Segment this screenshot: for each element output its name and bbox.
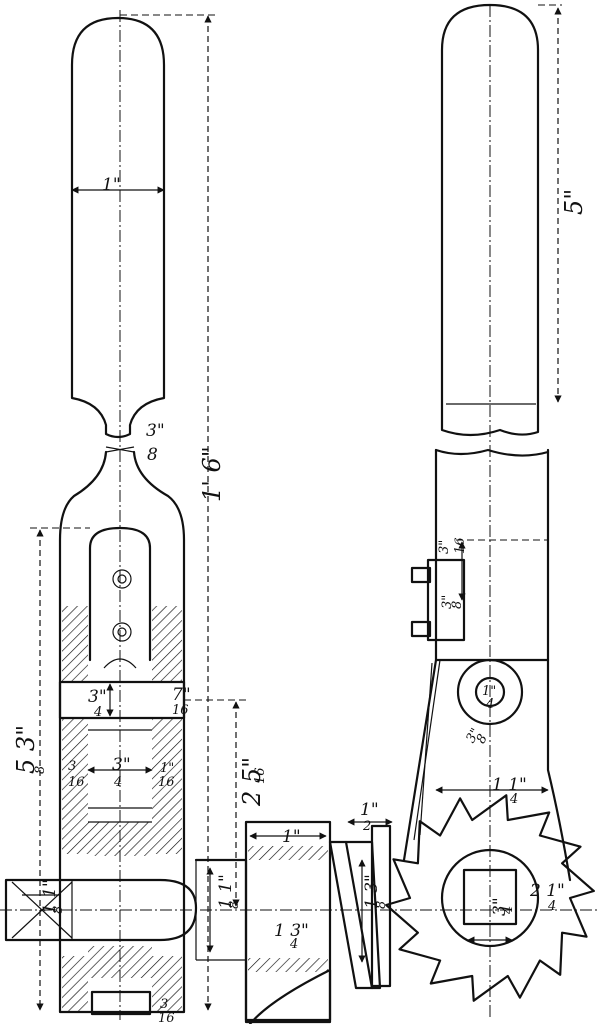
label-left-inner-b-den: 16 [158,775,175,790]
label-slot-716-den: 16 [172,703,189,718]
label-base-316-den: 16 [158,1011,175,1024]
label-sleeve-width: 1" [282,827,301,847]
sleeve [244,820,332,1024]
ratchet-teeth [385,794,595,1002]
handle-grip [70,16,166,439]
washer [328,840,374,990]
label-square-hole: 3" [490,897,510,916]
label-overall-length: 1' 6" [198,446,226,502]
label-arm-width: 1 1" [492,775,527,795]
dimension-labels: 1" 3" 8 1' 6" 5" 5 3" 8 3" 4 7" 16 3" 4 … [12,175,588,1024]
label-inner-34: 3" [112,755,131,775]
label-eye-dia-den: 4 [485,697,494,712]
label-eye-dia: 1" [482,684,496,699]
label-slot-34: 3" [88,687,107,707]
label-ratchet-dia-den: 4 [547,899,556,914]
label-pawl-316-den: 16 [453,537,468,554]
hub-body [194,858,332,1024]
socket-body [58,450,186,1014]
label-pin-dia-den: 8 [51,906,66,914]
dimensions-front [22,14,250,1011]
label-neck-bottom: 8 [147,445,158,465]
label-square-hole-den: 4 [501,906,516,915]
label-inner-34-den: 4 [113,775,122,790]
label-handle-width: 1" [102,175,121,195]
label-hub-length: 1 3" [274,921,309,941]
label-pawl-38: 3" [440,595,455,609]
label-eye-offset: 3" [464,726,484,746]
cross-bar [58,680,186,720]
label-left-height: 5 3" [12,725,40,774]
hatch-right-upper [152,606,182,682]
hub-assembly [194,818,393,1024]
label-ratchet-dia: 2 1" [529,881,565,901]
label-washer-dia-den: 8 [374,901,389,909]
label-pawl-38-den: 8 [450,601,465,609]
label-vertical-offset: 2 5" [238,757,266,807]
label-left-inner-a: 3 [68,759,76,774]
label-vertical-offset-den: 16 [253,767,268,784]
label-left-inner-b: 1" [160,761,174,776]
label-hub-dia: 1 1" [216,874,236,909]
label-slot-716: 7" [172,685,191,705]
label-arm-width-den: 4 [509,792,518,807]
label-slot-34-den: 4 [93,705,102,720]
side-elevation [385,3,595,1020]
label-pawl-316: 3" [437,540,452,554]
side-arm [402,448,572,882]
label-handle-length: 5" [560,189,588,215]
rivet-upper [112,569,132,589]
label-hub-length-den: 4 [289,937,298,952]
label-hub-dia-den: 8 [227,901,242,909]
label-left-inner-a-den: 16 [68,775,85,790]
rivet-lower [112,622,132,642]
label-base-316: 3 [160,997,168,1012]
label-washer-half: 1" [360,800,379,820]
front-elevation [0,10,600,1020]
label-left-height-frac: 8 [33,766,48,774]
label-neck-top: 3" [146,421,165,441]
label-washer-half-den: 2 [362,819,371,834]
hatch-left-upper [62,606,88,682]
socket-slot [88,526,152,662]
label-pin-dia: 1 1" [40,879,60,914]
label-washer-dia: 1 3" [362,874,382,909]
